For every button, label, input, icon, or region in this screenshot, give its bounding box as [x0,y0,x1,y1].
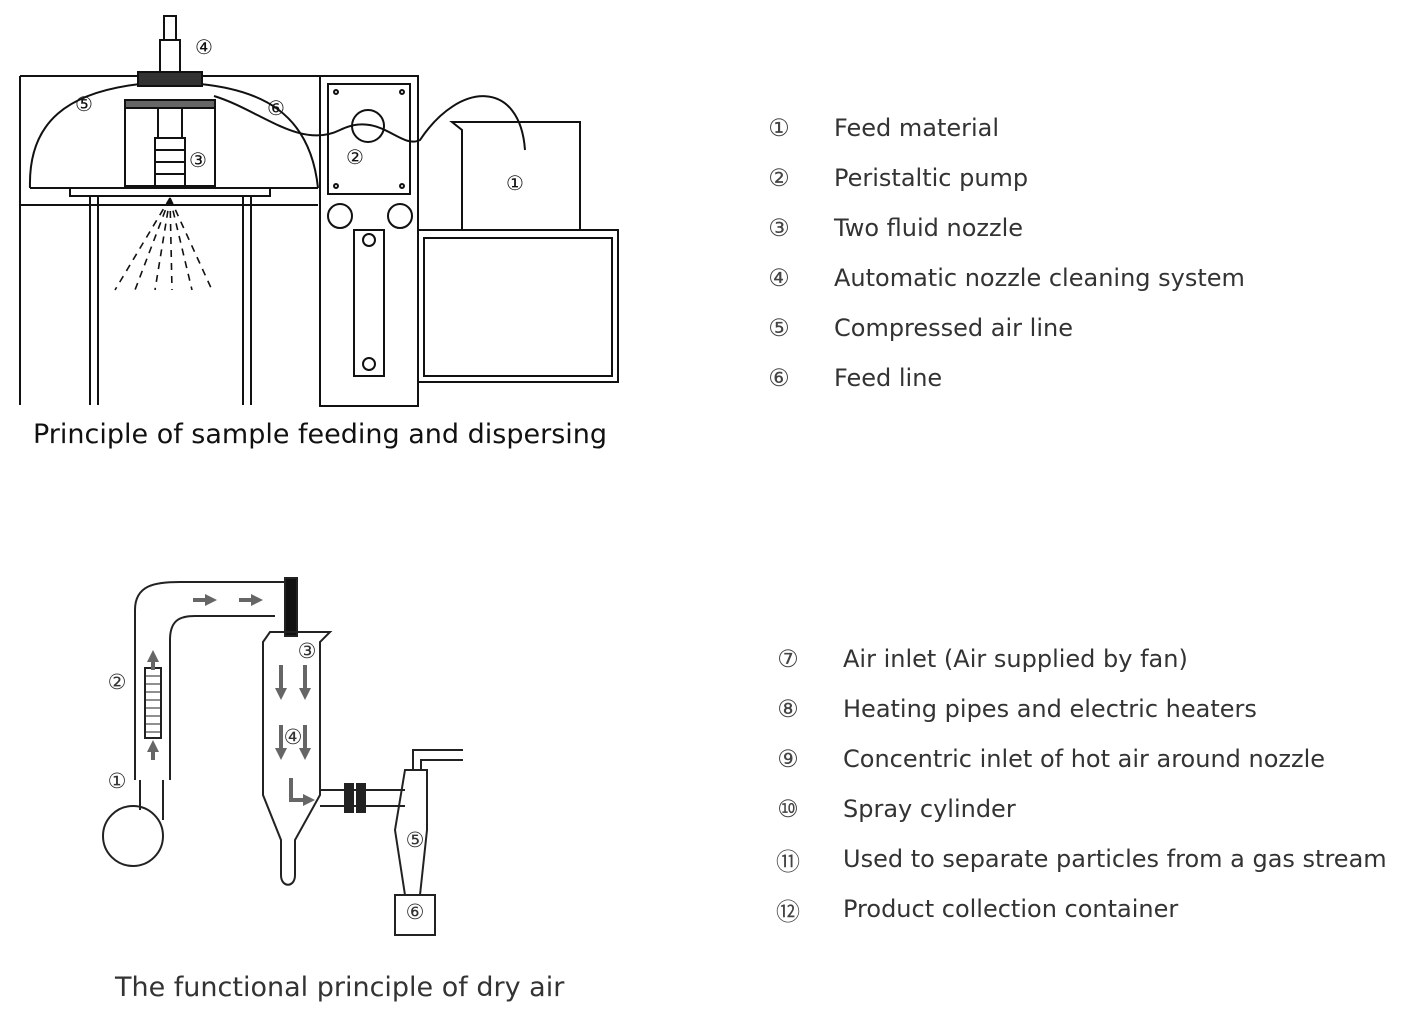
legend-number: ⑨ [777,745,799,773]
legend-number: ④ [768,264,790,292]
inlet-pipe-outer [134,581,291,780]
arrow-up-upper [147,650,159,662]
top-diagram-caption: Principle of sample feeding and dispersi… [33,419,608,450]
legend-label: Heating pipes and electric heaters [843,695,1257,723]
legend-label: Used to separate particles from a gas st… [843,845,1387,873]
arrow-down-3 [275,748,287,760]
arrow-up-lower [147,740,159,752]
marker-1: ① [506,171,524,195]
sample-feeding-diagram: ④ ⑤ ⑥ ② ③ ① [19,15,619,407]
legend-number: ⑩ [777,795,799,823]
arrow-down-1 [275,688,287,700]
marker-3: ③ [189,148,207,172]
legend-number: ② [768,164,790,192]
arrow-down-4 [299,748,311,760]
marker-5: ⑤ [75,92,93,116]
legend-number: ① [768,114,790,142]
arrow-down-2 [299,688,311,700]
nozzle-stem [157,107,183,139]
marker-4: ④ [195,35,213,59]
nozzle-top-clamp [137,71,203,87]
feed-tube [213,95,526,151]
legend-number: ③ [768,214,790,242]
marker-2: ② [108,670,127,694]
inlet-pipe-inner [169,615,275,780]
spray-cylinder [262,631,333,886]
legend-label: Spray cylinder [843,795,1016,823]
flowmeter-tube [353,229,385,377]
legend-label: Two fluid nozzle [834,214,1024,242]
panel-knob-right [387,203,413,229]
arrow-right-2 [251,594,263,606]
legend-label: Concentric inlet of hot air around nozzl… [843,745,1326,773]
legend-label: Air inlet (Air supplied by fan) [843,645,1188,673]
legend-label: Product collection container [843,895,1179,923]
nozzle-housing-cap [124,99,216,109]
dry-air-diagram: ① ② ③ ④ ⑤ ⑥ [102,577,463,936]
legend-number: ⑥ [768,364,790,392]
legend-number: ⑫ [776,897,800,926]
legend-label: Compressed air line [834,314,1073,342]
marker-5: ⑤ [406,828,425,852]
nozzle-rod [284,577,298,637]
arrow-right-1 [205,594,217,606]
cylinder-flange [69,187,271,197]
cleaning-system-body [159,39,181,73]
fan [102,805,164,867]
legend-number: ⑧ [777,695,799,723]
marker-4: ④ [284,725,303,749]
cabinet [417,229,619,383]
marker-6: ⑥ [406,900,425,924]
cleaning-system-needle [163,15,177,41]
cyclone-outlet [412,749,463,770]
legend-label: Feed line [834,364,943,392]
legend-label: Feed material [834,114,1000,142]
pump-rotor [351,109,385,143]
panel-knob-left [327,203,353,229]
bottom-diagram-caption: The functional principle of dry air [115,972,565,1003]
heater-coil [144,667,162,739]
legend-number: ⑤ [768,314,790,342]
marker-6: ⑥ [267,96,285,120]
arrow-turn [289,778,305,802]
peristaltic-pump-housing [327,83,411,195]
legend-label: Peristaltic pump [834,164,1029,192]
marker-1: ① [108,769,127,793]
legend-number: ⑦ [777,645,799,673]
collection-container [394,894,436,936]
legend-label: Automatic nozzle cleaning system [834,264,1245,292]
legend-number: ⑪ [776,847,800,876]
marker-3: ③ [298,639,317,663]
marker-2: ② [346,145,364,169]
